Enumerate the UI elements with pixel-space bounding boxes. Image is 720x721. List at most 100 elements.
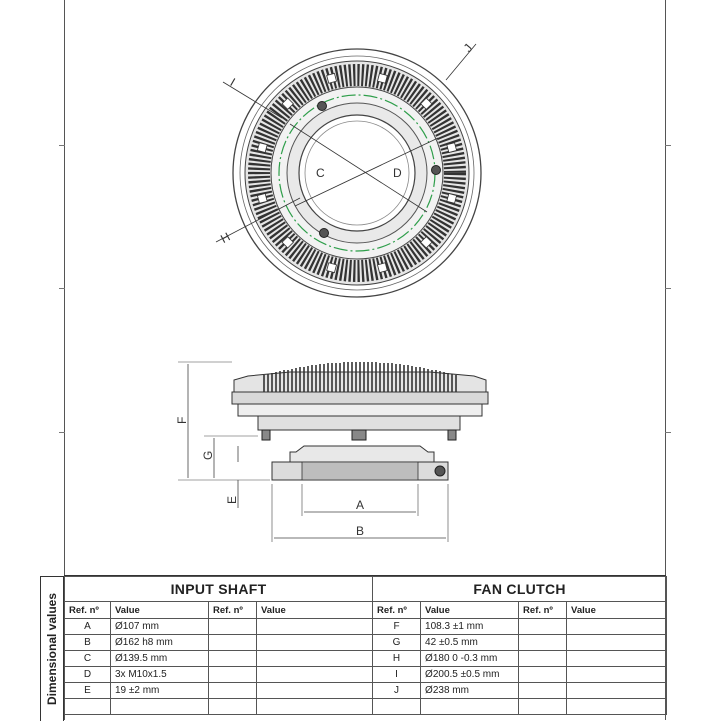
column-header: Ref. nº bbox=[208, 601, 257, 619]
table-row: B Ø162 h8 mm G 42 ±0.5 mm bbox=[64, 634, 668, 651]
border-tick bbox=[665, 288, 671, 289]
label-f: F bbox=[175, 417, 189, 424]
value-cell: Ø162 h8 mm bbox=[110, 634, 209, 651]
label-e: E bbox=[225, 496, 239, 504]
empty-cell bbox=[208, 634, 257, 651]
empty-cell bbox=[255, 682, 374, 699]
empty-cell bbox=[255, 634, 374, 651]
empty-cell bbox=[518, 666, 568, 683]
cooling-fins bbox=[248, 64, 466, 282]
leader-h bbox=[215, 197, 301, 243]
bolt-hole bbox=[319, 228, 329, 238]
column-header: Value bbox=[566, 601, 668, 619]
empty-cell bbox=[518, 618, 568, 635]
label-a: A bbox=[356, 498, 364, 512]
ref-cell: E bbox=[64, 682, 111, 699]
dimensional-values-table: Dimensional values INPUT SHAFT FAN CLUTC… bbox=[40, 575, 668, 721]
outer-ring-inner-edge bbox=[239, 55, 475, 291]
outer-ring bbox=[232, 48, 482, 298]
border-tick bbox=[59, 288, 65, 289]
mounting-lug bbox=[420, 97, 433, 110]
dimension-table: INPUT SHAFT FAN CLUTCH Ref. nº Value Ref… bbox=[63, 576, 668, 715]
value-cell: 19 ±2 mm bbox=[110, 682, 209, 699]
table-row: A Ø107 mm F 108.3 ±1 mm bbox=[64, 618, 668, 635]
mounting-lug bbox=[281, 97, 294, 110]
mounting-lug bbox=[281, 236, 294, 249]
empty-cell bbox=[566, 618, 668, 635]
label-b: B bbox=[356, 524, 364, 538]
empty-cell bbox=[255, 618, 374, 635]
clutch-hub-section bbox=[257, 415, 461, 431]
clutch-flange bbox=[237, 403, 483, 417]
stud bbox=[351, 429, 367, 441]
mounting-lug bbox=[446, 142, 458, 153]
column-header: Value bbox=[110, 601, 209, 619]
column-header: Value bbox=[420, 601, 520, 619]
fan-clutch-side-view: F G E A B bbox=[175, 361, 489, 542]
empty-cell bbox=[208, 618, 257, 635]
ref-cell: G bbox=[372, 634, 422, 651]
flange-bolt bbox=[434, 465, 446, 477]
table-vertical-title: Dimensional values bbox=[45, 592, 59, 706]
mounting-lug bbox=[446, 193, 458, 204]
empty-cell bbox=[566, 666, 668, 683]
mounting-lug bbox=[420, 236, 433, 249]
label-c: C bbox=[316, 166, 325, 180]
empty-cell bbox=[64, 698, 111, 715]
section-fan-clutch: FAN CLUTCH bbox=[372, 576, 668, 602]
empty-cell bbox=[566, 634, 668, 651]
bolt-hole bbox=[317, 101, 327, 111]
bolt-hole bbox=[431, 165, 441, 175]
empty-cell bbox=[255, 698, 374, 715]
empty-cell bbox=[208, 650, 257, 667]
empty-cell bbox=[255, 650, 374, 667]
ref-cell: J bbox=[372, 682, 422, 699]
column-header: Ref. nº bbox=[64, 601, 111, 619]
value-cell: 108.3 ±1 mm bbox=[420, 618, 520, 635]
mounting-lug bbox=[377, 72, 388, 84]
dimensional-values-label: Dimensional values bbox=[40, 576, 64, 721]
border-tick bbox=[59, 145, 65, 146]
ref-cell: D bbox=[64, 666, 111, 683]
column-header: Ref. nº bbox=[372, 601, 422, 619]
ref-cell: I bbox=[372, 666, 422, 683]
border-tick bbox=[665, 432, 671, 433]
mounting-lugs bbox=[256, 72, 458, 274]
ref-cell: A bbox=[64, 618, 111, 635]
value-cell: Ø107 mm bbox=[110, 618, 209, 635]
label-g: G bbox=[201, 451, 215, 460]
diameter-line-c bbox=[289, 123, 428, 213]
table-row: E 19 ±2 mm J Ø238 mm bbox=[64, 682, 668, 699]
table-row: D 3x M10x1.5 I Ø200.5 ±0.5 mm bbox=[64, 666, 668, 683]
empty-cell bbox=[110, 698, 209, 715]
clutch-body bbox=[231, 391, 489, 405]
stud bbox=[261, 429, 271, 441]
column-header: Ref. nº bbox=[518, 601, 568, 619]
empty-cell bbox=[566, 698, 668, 715]
empty-cell bbox=[518, 698, 568, 715]
empty-cell bbox=[208, 666, 257, 683]
column-header: Value bbox=[255, 601, 374, 619]
technical-drawing: C D H I J F G E A B bbox=[175, 41, 489, 542]
diameter-line-d bbox=[294, 137, 439, 207]
value-cell: Ø139.5 mm bbox=[110, 650, 209, 667]
empty-cell bbox=[420, 698, 520, 715]
empty-cell bbox=[208, 698, 257, 715]
input-shaft-pilot bbox=[301, 461, 419, 481]
border-tick bbox=[665, 145, 671, 146]
empty-cell bbox=[518, 650, 568, 667]
label-d: D bbox=[393, 166, 402, 180]
empty-cell bbox=[208, 682, 257, 699]
mounting-lug bbox=[326, 72, 337, 84]
mounting-lug bbox=[377, 262, 388, 274]
mounting-lug bbox=[326, 262, 337, 274]
empty-cell bbox=[518, 634, 568, 651]
empty-cell bbox=[372, 698, 422, 715]
leader-j bbox=[445, 43, 477, 81]
empty-cell bbox=[518, 682, 568, 699]
label-h: H bbox=[218, 230, 232, 246]
empty-cell bbox=[255, 666, 374, 683]
ref-cell: F bbox=[372, 618, 422, 635]
drawing-sheet bbox=[59, 0, 671, 720]
value-cell: Ø200.5 ±0.5 mm bbox=[420, 666, 520, 683]
